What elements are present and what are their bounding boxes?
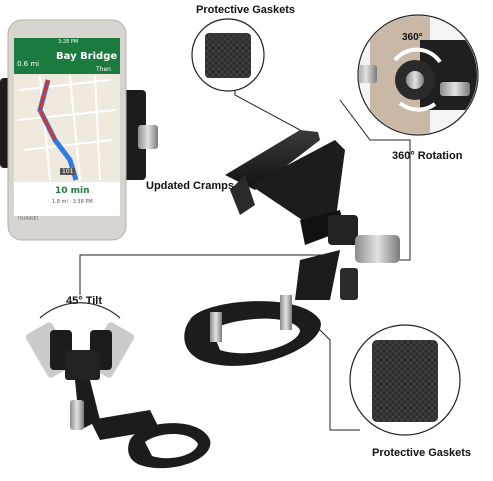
label-rotation-badge: 360°: [402, 32, 423, 43]
phone-eta-detail: 1.8 mi · 3:38 PM: [52, 199, 93, 205]
phone: [7, 19, 127, 241]
label-protective-gaskets-bottom: Protective Gaskets: [372, 447, 472, 459]
tilt-illustration: [25, 302, 211, 469]
phone-status-time: 3:28 PM: [58, 39, 79, 45]
label-45-tilt: 45° Tilt: [66, 295, 102, 307]
label-protective-gaskets-top: Protective Gaskets: [196, 4, 296, 16]
bottom-gasket-callout: [349, 324, 461, 436]
phone-then: Then: [96, 66, 111, 73]
phone-route-badge: 101: [60, 168, 76, 175]
phone-street: Bay Bridge: [56, 51, 118, 62]
phone-distance: 0.6 mi: [17, 60, 40, 68]
label-360-rotation: 360° Rotation: [392, 150, 463, 162]
label-updated-cramps: Updated Cramps: [146, 180, 235, 192]
rotation-detail-callout: [357, 14, 479, 136]
map-area: [14, 74, 120, 182]
phone-brand: HUAWEI: [18, 216, 39, 222]
phone-eta: 10 min: [55, 186, 90, 196]
top-gasket-callout: [191, 18, 265, 92]
main-mount: [184, 130, 400, 366]
